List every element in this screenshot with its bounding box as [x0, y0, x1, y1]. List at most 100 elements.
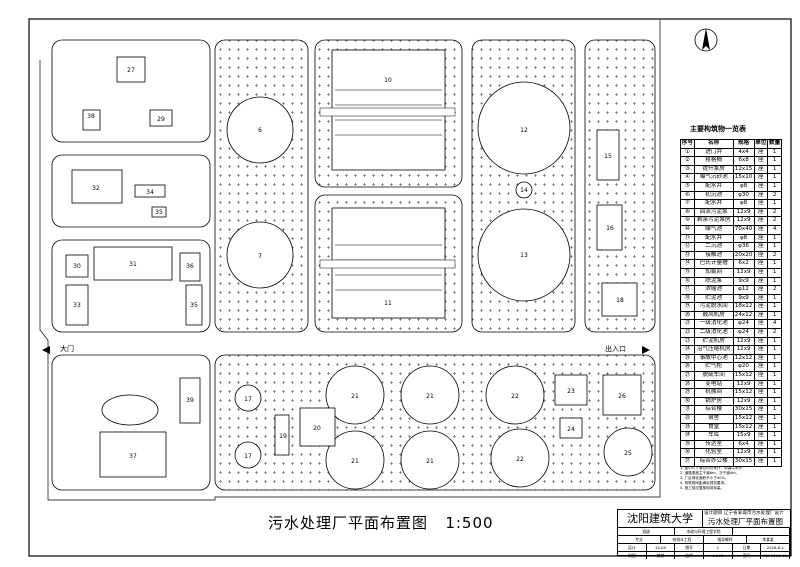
- table-cell: 1: [767, 371, 782, 381]
- table-cell: ⑭: [680, 259, 695, 269]
- table-cell: 传达室: [693, 439, 734, 450]
- table-cell: 12x12: [732, 353, 755, 364]
- table-cell: 9x9: [732, 293, 755, 304]
- site-boundary: [39, 20, 661, 501]
- table-cell: 1: [767, 267, 782, 278]
- table-cell: 1: [767, 439, 782, 450]
- table-cell: 座: [753, 242, 769, 252]
- table-cell: 1: [767, 181, 782, 192]
- table-cell: 20x20: [732, 250, 755, 261]
- table-cell: ⑰: [680, 285, 695, 295]
- table-cell: ㊱: [680, 448, 695, 458]
- table-cell: 加氯间: [693, 267, 734, 278]
- table-cell: φ30: [732, 190, 755, 201]
- table-cell: 剩余污泥泵房: [693, 216, 734, 226]
- table-cell: 座: [753, 250, 769, 261]
- table-cell: 座: [753, 422, 769, 433]
- table-cell: 座: [753, 431, 769, 441]
- note-line: 3. 厂区绿化面积不小于40%。: [680, 476, 729, 480]
- table-header: 单位: [753, 139, 769, 149]
- svg-text:34: 34: [146, 189, 154, 196]
- notes: 1. 图中尺寸单位均以米计，标高以米计。2. 道路宽度主干道6m，次干道4m。3…: [680, 466, 780, 491]
- title-block-cell: 2016.6.1: [761, 544, 791, 551]
- table-cell: 1: [767, 336, 782, 347]
- title-block-cell: 市政与环境工程学院: [675, 528, 733, 535]
- gate-label: 大门: [60, 345, 74, 353]
- svg-text:22: 22: [511, 393, 519, 400]
- table-cell: 座: [753, 259, 769, 269]
- table-cell: ⑥: [680, 190, 695, 201]
- table-cell: ④: [680, 173, 695, 183]
- table-cell: 座: [753, 207, 769, 218]
- table-cell: 配水井: [693, 199, 734, 209]
- table-cell: 综合办公楼: [693, 456, 734, 467]
- svg-text:7: 7: [258, 253, 262, 260]
- table-cell: 座: [753, 293, 769, 304]
- building-27: [116, 56, 146, 83]
- entrance-label: 出入口: [605, 345, 626, 353]
- table-cell: 1: [767, 173, 782, 183]
- title-block-cell: 制图: [618, 552, 647, 559]
- table-cell: 座: [753, 302, 769, 312]
- table-cell: 座: [753, 396, 769, 407]
- drawing-title: 污水处理厂平面布置图 1:500: [268, 512, 494, 533]
- table-cell: 座: [753, 233, 769, 244]
- table-cell: 提升泵房: [693, 164, 734, 175]
- table-cell: φ8: [732, 181, 755, 192]
- table-cell: 座: [753, 310, 769, 321]
- svg-text:37: 37: [129, 453, 137, 460]
- table-cell: 座: [753, 456, 769, 467]
- table-cell: 12x9: [732, 336, 755, 347]
- table-cell: ⑬: [680, 250, 695, 261]
- table-cell: 机械间: [693, 388, 734, 398]
- block-gate: [51, 354, 211, 491]
- note-line: 1. 图中尺寸单位均以米计，标高以米计。: [680, 466, 746, 470]
- table-cell: 1: [767, 379, 782, 390]
- table-cell: 4x4: [732, 147, 755, 158]
- table-cell: 9x9: [732, 276, 755, 287]
- svg-text:21: 21: [351, 393, 359, 400]
- title-block-cell: 15-00: [647, 544, 676, 551]
- svg-text:11: 11: [384, 300, 392, 307]
- table-header: 序号: [680, 139, 695, 149]
- table-cell: 座: [753, 345, 769, 355]
- table-cell: 1: [767, 293, 782, 304]
- table-cell: 6x4: [732, 439, 755, 450]
- note-line: 5. 施工前应复核现场标高。: [680, 486, 725, 490]
- table-cell: 贮泥池: [693, 293, 734, 304]
- table-cell: 二沉池: [693, 242, 734, 252]
- table-cell: 1: [767, 388, 782, 398]
- table-cell: φ36: [732, 242, 755, 252]
- table-cell: 12x15: [732, 164, 755, 175]
- title-block-header: 设计题目 辽宁省某城市污水处理厂设计: [704, 510, 790, 517]
- table-cell: 贮泥机房: [693, 336, 734, 347]
- title-block-cell: [733, 528, 790, 535]
- svg-text:38: 38: [87, 113, 95, 120]
- table-cell: 12x9: [732, 207, 755, 218]
- table-cell: 1: [767, 276, 782, 287]
- table-header: 名称: [693, 139, 734, 149]
- table-cell: 30x15: [732, 456, 755, 467]
- svg-text:12: 12: [520, 127, 528, 134]
- table-cell: 事故中心池: [693, 353, 734, 364]
- table-cell: 1: [767, 414, 782, 424]
- school-name: 沈阳建筑大学: [627, 512, 693, 525]
- table-cell: ⑤: [680, 181, 695, 192]
- table-cell: 座: [753, 173, 769, 183]
- block-dormitory: [51, 39, 211, 143]
- title-block-cell: 某某: [647, 552, 676, 559]
- table-cell: 座: [753, 156, 769, 166]
- svg-text:39: 39: [186, 397, 194, 404]
- svg-text:18: 18: [616, 297, 624, 304]
